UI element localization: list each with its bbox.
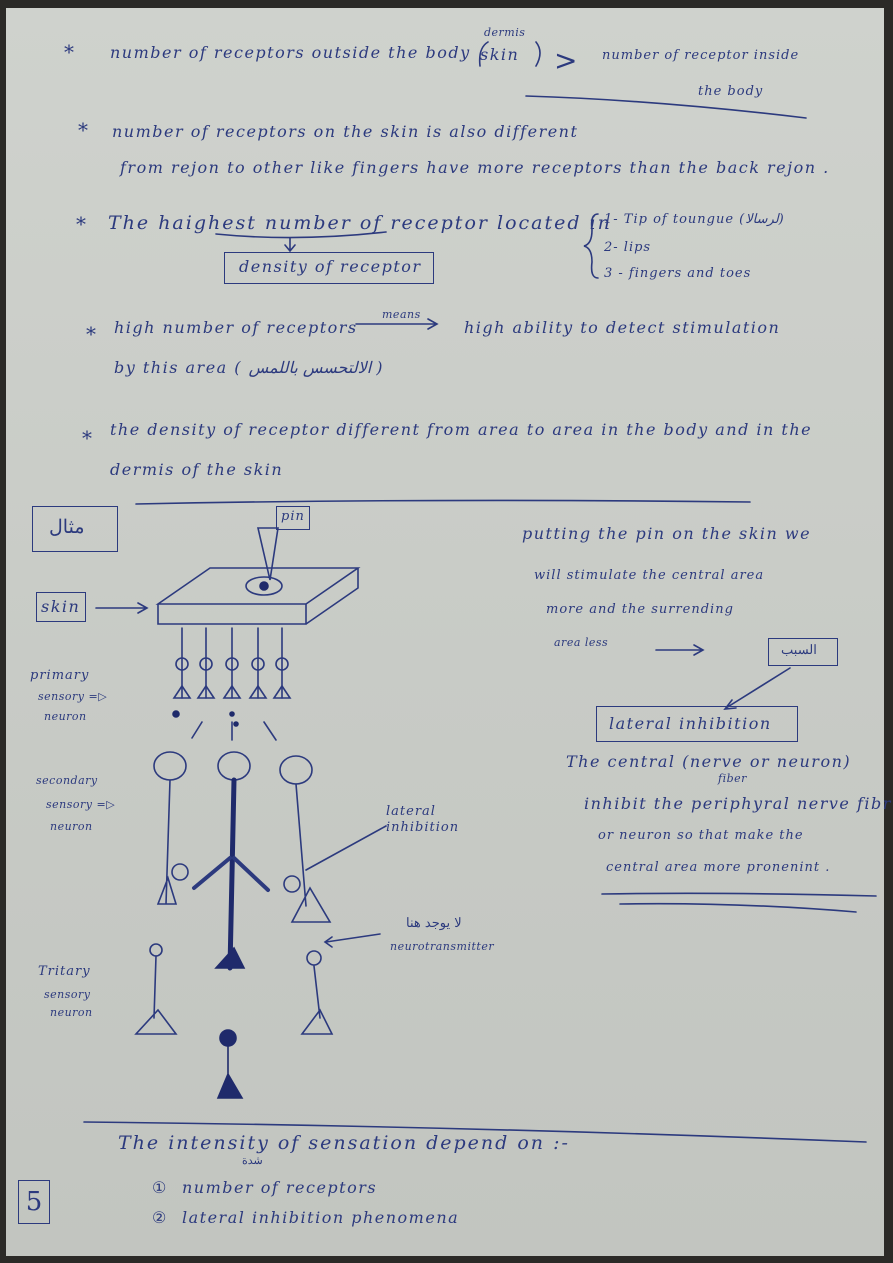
receptor-list-item-3: 3 - fingers and toes <box>604 266 752 281</box>
pin-label: pin <box>281 509 305 524</box>
pin-shape <box>256 527 279 581</box>
notebook-page: * number of receptors outside the body s… <box>6 8 890 1256</box>
receptor-list-item-2: 2- lips <box>604 240 652 255</box>
density-bracket <box>215 231 387 239</box>
stimulus-center <box>259 581 269 591</box>
note-line4b: high ability to detect stimulation <box>464 318 781 337</box>
note-line3: The haighest number of receptor located … <box>108 212 612 234</box>
note-line1-right: number of receptor inside <box>602 48 800 63</box>
stimulus-spot <box>245 576 283 596</box>
explain-line-2: will stimulate the central area <box>534 568 765 583</box>
inhibition-right <box>283 875 301 893</box>
reason-label: السبب <box>781 643 817 658</box>
example-box: مثال <box>32 506 118 552</box>
example-label: مثال <box>49 516 85 538</box>
primary-neurons <box>172 627 292 699</box>
arabic-note: لا يوجد هنا <box>406 916 462 931</box>
receptor-list-item-1: 1- Tip of toungue (لرسالا) <box>604 212 785 227</box>
secondary-label-1: secondary <box>36 774 98 787</box>
hand-drawn-diagram <box>83 41 877 1143</box>
reason-box: السبب <box>768 638 838 666</box>
summary-divider <box>83 1121 867 1143</box>
note-line1-dermis: dermis <box>484 26 526 39</box>
inhibition-left <box>171 863 189 881</box>
primary-label-3: neuron <box>44 710 87 723</box>
lateral-inhibition-box-label: lateral inhibition <box>609 714 772 733</box>
explain-underline <box>601 892 877 913</box>
tertiary-label-2: sensory <box>44 988 91 1001</box>
explain2-line-1: inhibit the periphyral nerve fibr <box>584 794 892 813</box>
skin-parentheses <box>478 41 541 67</box>
primary-label-2: sensory =▷ <box>38 690 108 703</box>
summary-item-2: lateral inhibition phenomena <box>182 1208 460 1227</box>
tertiary-neurons <box>134 943 334 1099</box>
explain2-line-2: or neuron so that make the <box>598 828 804 843</box>
secondary-label-3: neuron <box>50 820 93 833</box>
signal-arrows <box>191 721 277 741</box>
note-line4a: high number of receptors <box>114 318 358 337</box>
note-line1-right2: the body <box>698 84 764 99</box>
neurotransmitter-arrow <box>323 933 381 948</box>
bullet-star: * <box>86 322 96 346</box>
tertiary-label-3: neuron <box>50 1006 93 1019</box>
note-line1-left: number of receptors outside the body <box>110 43 471 62</box>
means-arrow <box>355 318 439 330</box>
density-arrow <box>284 237 296 253</box>
summary-title: The intensity of sensation depend on :- <box>118 1132 570 1154</box>
skin-box: skin <box>36 592 86 622</box>
pin-box: pin <box>276 506 310 530</box>
list-brace <box>583 213 599 279</box>
explain-central-line: The central (nerve or neuron) <box>566 752 852 771</box>
section-divider <box>135 499 751 505</box>
bullet-star: * <box>82 426 92 450</box>
explain-line-4: area less <box>554 636 609 649</box>
bullet-star: * <box>76 212 86 236</box>
bullet-star: * <box>64 40 74 64</box>
note-line2a: number of receptors on the skin is also … <box>112 122 579 141</box>
lateral-label-1: lateral <box>386 804 436 819</box>
lateral-pointer <box>305 825 387 871</box>
note-line4c: by this area ( الالتحسس باللمس ) <box>114 358 384 377</box>
neurotransmitter-label: neurotransmitter <box>390 940 495 953</box>
bullet-star: * <box>78 118 88 142</box>
area-less-arrow <box>655 644 705 656</box>
reason-arrow <box>723 667 791 710</box>
greater-than-sign: > <box>554 44 580 77</box>
density-box-label: density of receptor <box>239 257 422 276</box>
means-label: means <box>382 308 421 321</box>
underline-line1 <box>525 95 807 119</box>
explain2-line-3: central area more pronenint . <box>606 860 831 875</box>
page-number: 5 <box>18 1180 50 1224</box>
skin-arrow <box>95 602 149 614</box>
density-box: density of receptor <box>224 252 434 284</box>
note-line1-skin: skin <box>480 45 520 64</box>
lateral-label-2: inhibition <box>386 820 460 835</box>
explain-line-3: more and the surrending <box>546 602 734 617</box>
secondary-neurons <box>153 751 332 971</box>
explain-line-1: putting the pin on the skin we <box>522 524 812 543</box>
summary-bullet-2: ② <box>152 1208 168 1227</box>
note-line5b: dermis of the skin <box>110 460 284 479</box>
skin-label: skin <box>41 597 81 616</box>
tertiary-label-1: Tritary <box>38 964 91 979</box>
fiber-label: fiber <box>718 772 747 785</box>
summary-item-1: number of receptors <box>182 1178 378 1197</box>
skin-block <box>155 567 361 625</box>
primary-label-1: primary <box>30 668 90 683</box>
note-line2b: from rejon to other like fingers have mo… <box>120 158 830 177</box>
secondary-label-2: sensory =▷ <box>46 798 116 811</box>
summary-bullet-1: ① <box>152 1178 168 1197</box>
lateral-inhibition-box: lateral inhibition <box>596 706 798 742</box>
summary-title-note: شدة <box>242 1154 263 1167</box>
note-line5a: the density of receptor different from a… <box>110 420 813 439</box>
